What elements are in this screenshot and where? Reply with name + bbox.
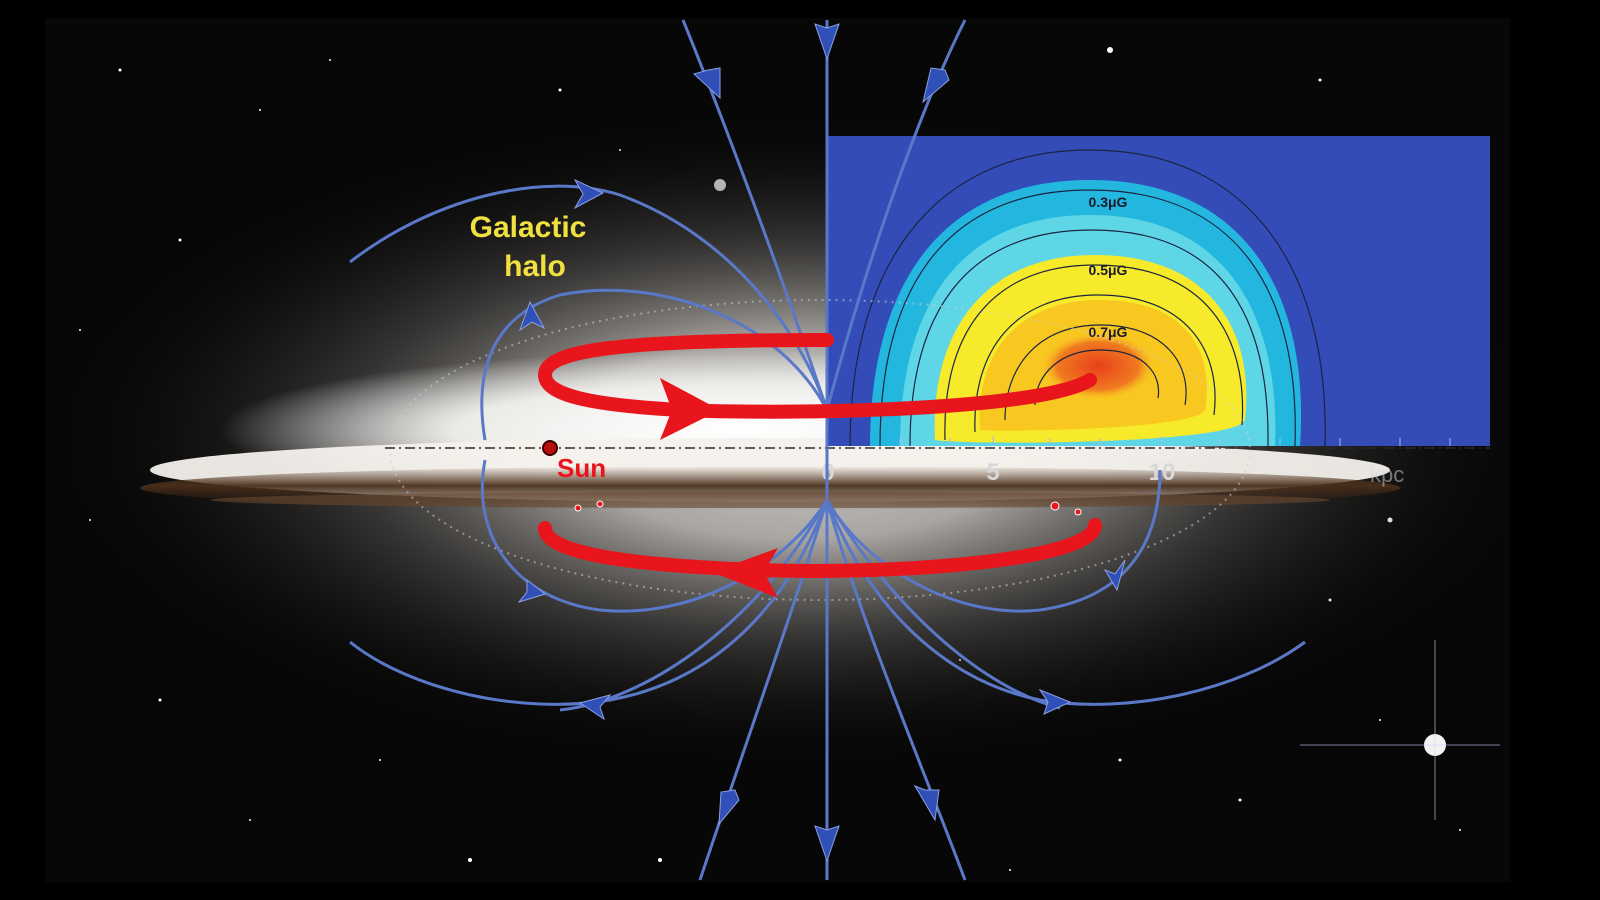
sun-label: Sun — [557, 453, 606, 483]
halo-label-line1: Galactic — [470, 211, 587, 244]
field-strength-inset: 0.3μG 0.5μG 0.7μG — [827, 136, 1490, 447]
axis-unit: kpc — [1370, 462, 1404, 487]
arrow-up-icon — [519, 300, 546, 332]
upper-current-arrow-icon — [660, 378, 720, 440]
upper-current-loop — [537, 333, 1097, 419]
arrow-right-icon — [573, 178, 605, 210]
contour-label-outer: 0.3μG — [1089, 194, 1128, 210]
arrow-down-icon — [814, 825, 840, 863]
axis-tick-10: 10 — [1149, 459, 1176, 486]
arrow-down-icon — [517, 578, 547, 603]
dust-lane-inner — [210, 492, 1330, 508]
arrow-down-icon — [693, 67, 721, 100]
red-markers — [574, 500, 1082, 516]
inset-tick-marks — [899, 436, 1451, 446]
arrow-down-icon — [814, 23, 840, 61]
arrow-down-icon — [1103, 559, 1126, 592]
halo-outline — [389, 299, 1251, 601]
lower-current-loop — [538, 518, 1102, 578]
halo-label-line2: halo — [504, 250, 566, 283]
arrow-right-icon — [1038, 688, 1072, 715]
lower-current-arrow-icon — [712, 548, 778, 598]
contour-label-middle: 0.5μG — [1089, 262, 1128, 278]
field-arrowheads — [517, 23, 1126, 863]
contour-lines — [849, 149, 1326, 447]
arrow-down-icon — [913, 784, 940, 822]
axis-tick-5: 5 — [986, 459, 999, 486]
arrow-down-icon — [718, 789, 740, 826]
sun-marker — [542, 440, 558, 456]
arrow-down-icon — [922, 67, 950, 104]
arrow-left-icon — [578, 694, 612, 721]
contour-label-inner: 0.7μG — [1089, 324, 1128, 340]
